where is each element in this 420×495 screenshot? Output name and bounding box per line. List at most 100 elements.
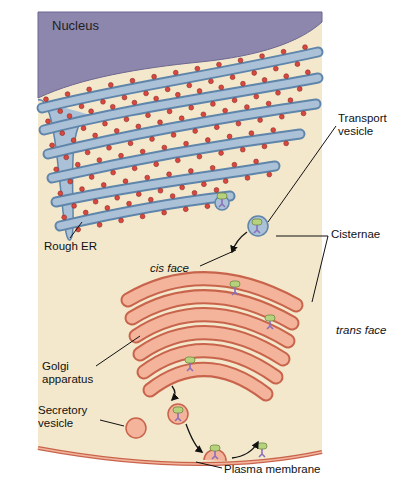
cytoplasm	[38, 12, 322, 464]
ribosome	[211, 102, 216, 107]
ribosome	[230, 75, 235, 80]
golgi-stack	[128, 279, 296, 394]
ribosome	[145, 175, 150, 180]
flow-arrow	[232, 232, 247, 252]
ribosome	[202, 182, 207, 187]
er-bands	[42, 52, 318, 226]
cargo-protein	[230, 281, 240, 295]
ribosome	[158, 120, 163, 125]
ribosome	[210, 165, 215, 170]
ribosome	[144, 91, 149, 96]
cargo-protein	[185, 357, 195, 371]
part-label: Transport vesicle	[338, 112, 400, 138]
ribosome	[219, 85, 224, 90]
cisterna-lumen	[128, 279, 296, 394]
secretory-vesicle-shape	[168, 404, 188, 424]
ribosome	[205, 138, 210, 143]
ribosome	[183, 207, 188, 212]
ribosome	[232, 98, 237, 103]
ribosome	[60, 131, 65, 136]
ribosome	[67, 114, 72, 119]
ribosomes	[44, 45, 311, 232]
ribosome	[240, 147, 245, 152]
ribosome	[110, 104, 115, 109]
ribosome	[150, 137, 155, 142]
leader-line	[70, 222, 82, 238]
ribosome	[162, 145, 167, 150]
ribosome	[279, 114, 284, 119]
part-label: Plasma membrane	[224, 463, 344, 476]
leader-line	[268, 126, 336, 222]
ribosome	[175, 158, 180, 163]
part-label: cis face	[150, 262, 210, 275]
nucleus-label-box: Nucleus	[52, 18, 142, 33]
ribosome	[288, 98, 293, 103]
ribosome	[188, 169, 193, 174]
er-lumen	[56, 166, 275, 202]
ribosome	[214, 125, 219, 130]
ribosome	[128, 141, 133, 146]
ribosome	[262, 144, 267, 149]
ribosome	[119, 153, 124, 158]
ribosome	[62, 215, 67, 220]
ribosome	[260, 54, 265, 59]
ribosome	[101, 183, 106, 188]
ribosome	[219, 151, 224, 156]
ribosome	[87, 87, 92, 92]
er-cisterna	[60, 196, 230, 226]
er-lumen	[48, 104, 316, 154]
er-lumen	[60, 196, 230, 226]
ribosome	[81, 126, 86, 131]
ribosome	[254, 159, 259, 164]
transport-vesicle	[248, 216, 268, 236]
part-label: Rough ER	[44, 240, 114, 253]
ribosome	[65, 92, 70, 97]
flow-arrow	[186, 424, 202, 452]
ribosome	[115, 195, 120, 200]
ribosome	[171, 133, 176, 138]
ribosome	[103, 121, 108, 126]
flow-arrow	[172, 386, 175, 400]
ribosome	[175, 92, 180, 97]
leader-lines	[70, 126, 336, 468]
flow-arrow	[232, 442, 258, 458]
part-label: trans face	[336, 324, 406, 337]
ribosome	[252, 71, 257, 76]
ribosome	[89, 175, 94, 180]
ribosome	[236, 121, 241, 126]
ribosome	[209, 79, 214, 84]
ribosome	[192, 190, 197, 195]
ribosome	[97, 158, 102, 163]
ribosome	[71, 138, 76, 143]
ribosome	[303, 45, 308, 50]
ribosome	[267, 172, 272, 177]
ribosome	[152, 74, 157, 79]
ribosome	[249, 131, 254, 136]
ribosome	[167, 172, 172, 177]
leader-line	[96, 336, 140, 366]
ribosome	[217, 62, 222, 67]
leader-line	[100, 420, 124, 426]
ribosome	[58, 109, 63, 114]
ribosome	[276, 90, 281, 95]
ribosome	[58, 191, 63, 196]
ribosome	[197, 154, 202, 159]
ribosome	[205, 204, 210, 209]
ribosome	[284, 141, 289, 146]
ribosome	[136, 124, 141, 129]
ribosome	[179, 116, 184, 121]
ribosome	[54, 167, 59, 172]
cargo-protein	[217, 193, 227, 207]
secretory-vesicle-shape	[126, 418, 146, 438]
ribosome	[97, 222, 102, 227]
ribosome	[167, 109, 172, 114]
ribosome	[262, 78, 267, 83]
er-lumen	[44, 78, 318, 130]
organelle-name: Nucleus	[52, 18, 142, 33]
ribosome	[75, 162, 80, 167]
ribosome	[46, 119, 51, 124]
ribosome	[64, 155, 69, 160]
ribosome	[79, 104, 84, 109]
ribosome	[281, 49, 286, 54]
ribosome	[114, 128, 119, 133]
